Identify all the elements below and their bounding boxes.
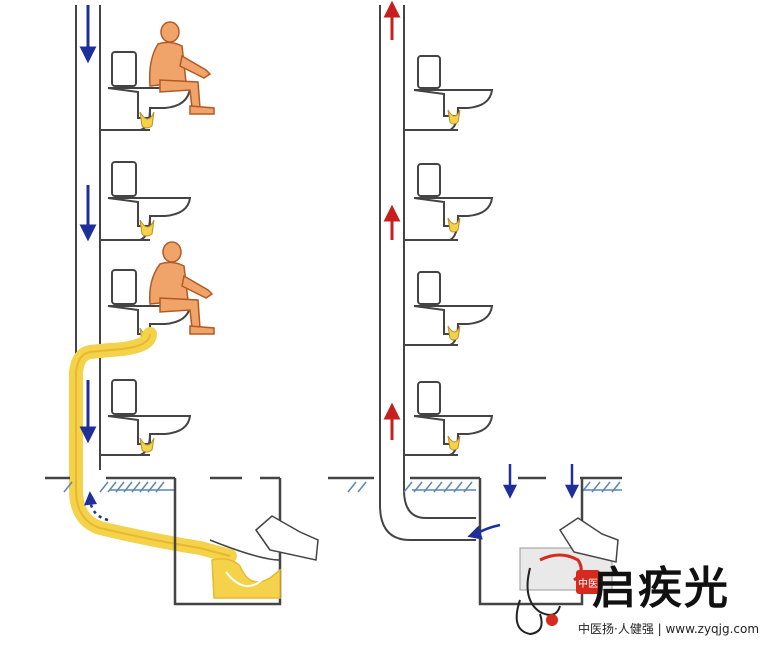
watermark-subtitle: 中医扬·人健强 | www.zyqjg.com [578,622,760,636]
person-sitting-floor-3 [148,241,215,335]
right-diagram [328,0,622,606]
right-air-arrows [467,464,580,540]
left-backflow-arrow [84,491,109,522]
right-ground-hatch [347,481,622,493]
left-tank-lid [254,515,319,561]
right-up-arrows [383,0,401,440]
watermark-seal: 中医 [515,553,600,636]
watermark-name: 启疾光 [592,563,730,614]
left-toilet-floor-2 [107,161,192,241]
left-diagram [45,5,319,606]
right-stack-pipe [379,5,476,541]
left-ground-hatch [63,481,176,493]
right-toilet-floor-1 [413,55,494,131]
right-tank-lid [558,517,619,563]
right-water-traps [447,109,461,451]
left-toilet-floor-4 [107,379,192,456]
right-floor-lines [404,129,458,456]
left-sewage-flow [69,327,237,563]
seal-text: 中医 [578,577,598,590]
person-sitting-floor-1 [148,21,215,115]
left-tank-water [211,558,281,599]
left-down-arrows [79,5,97,444]
